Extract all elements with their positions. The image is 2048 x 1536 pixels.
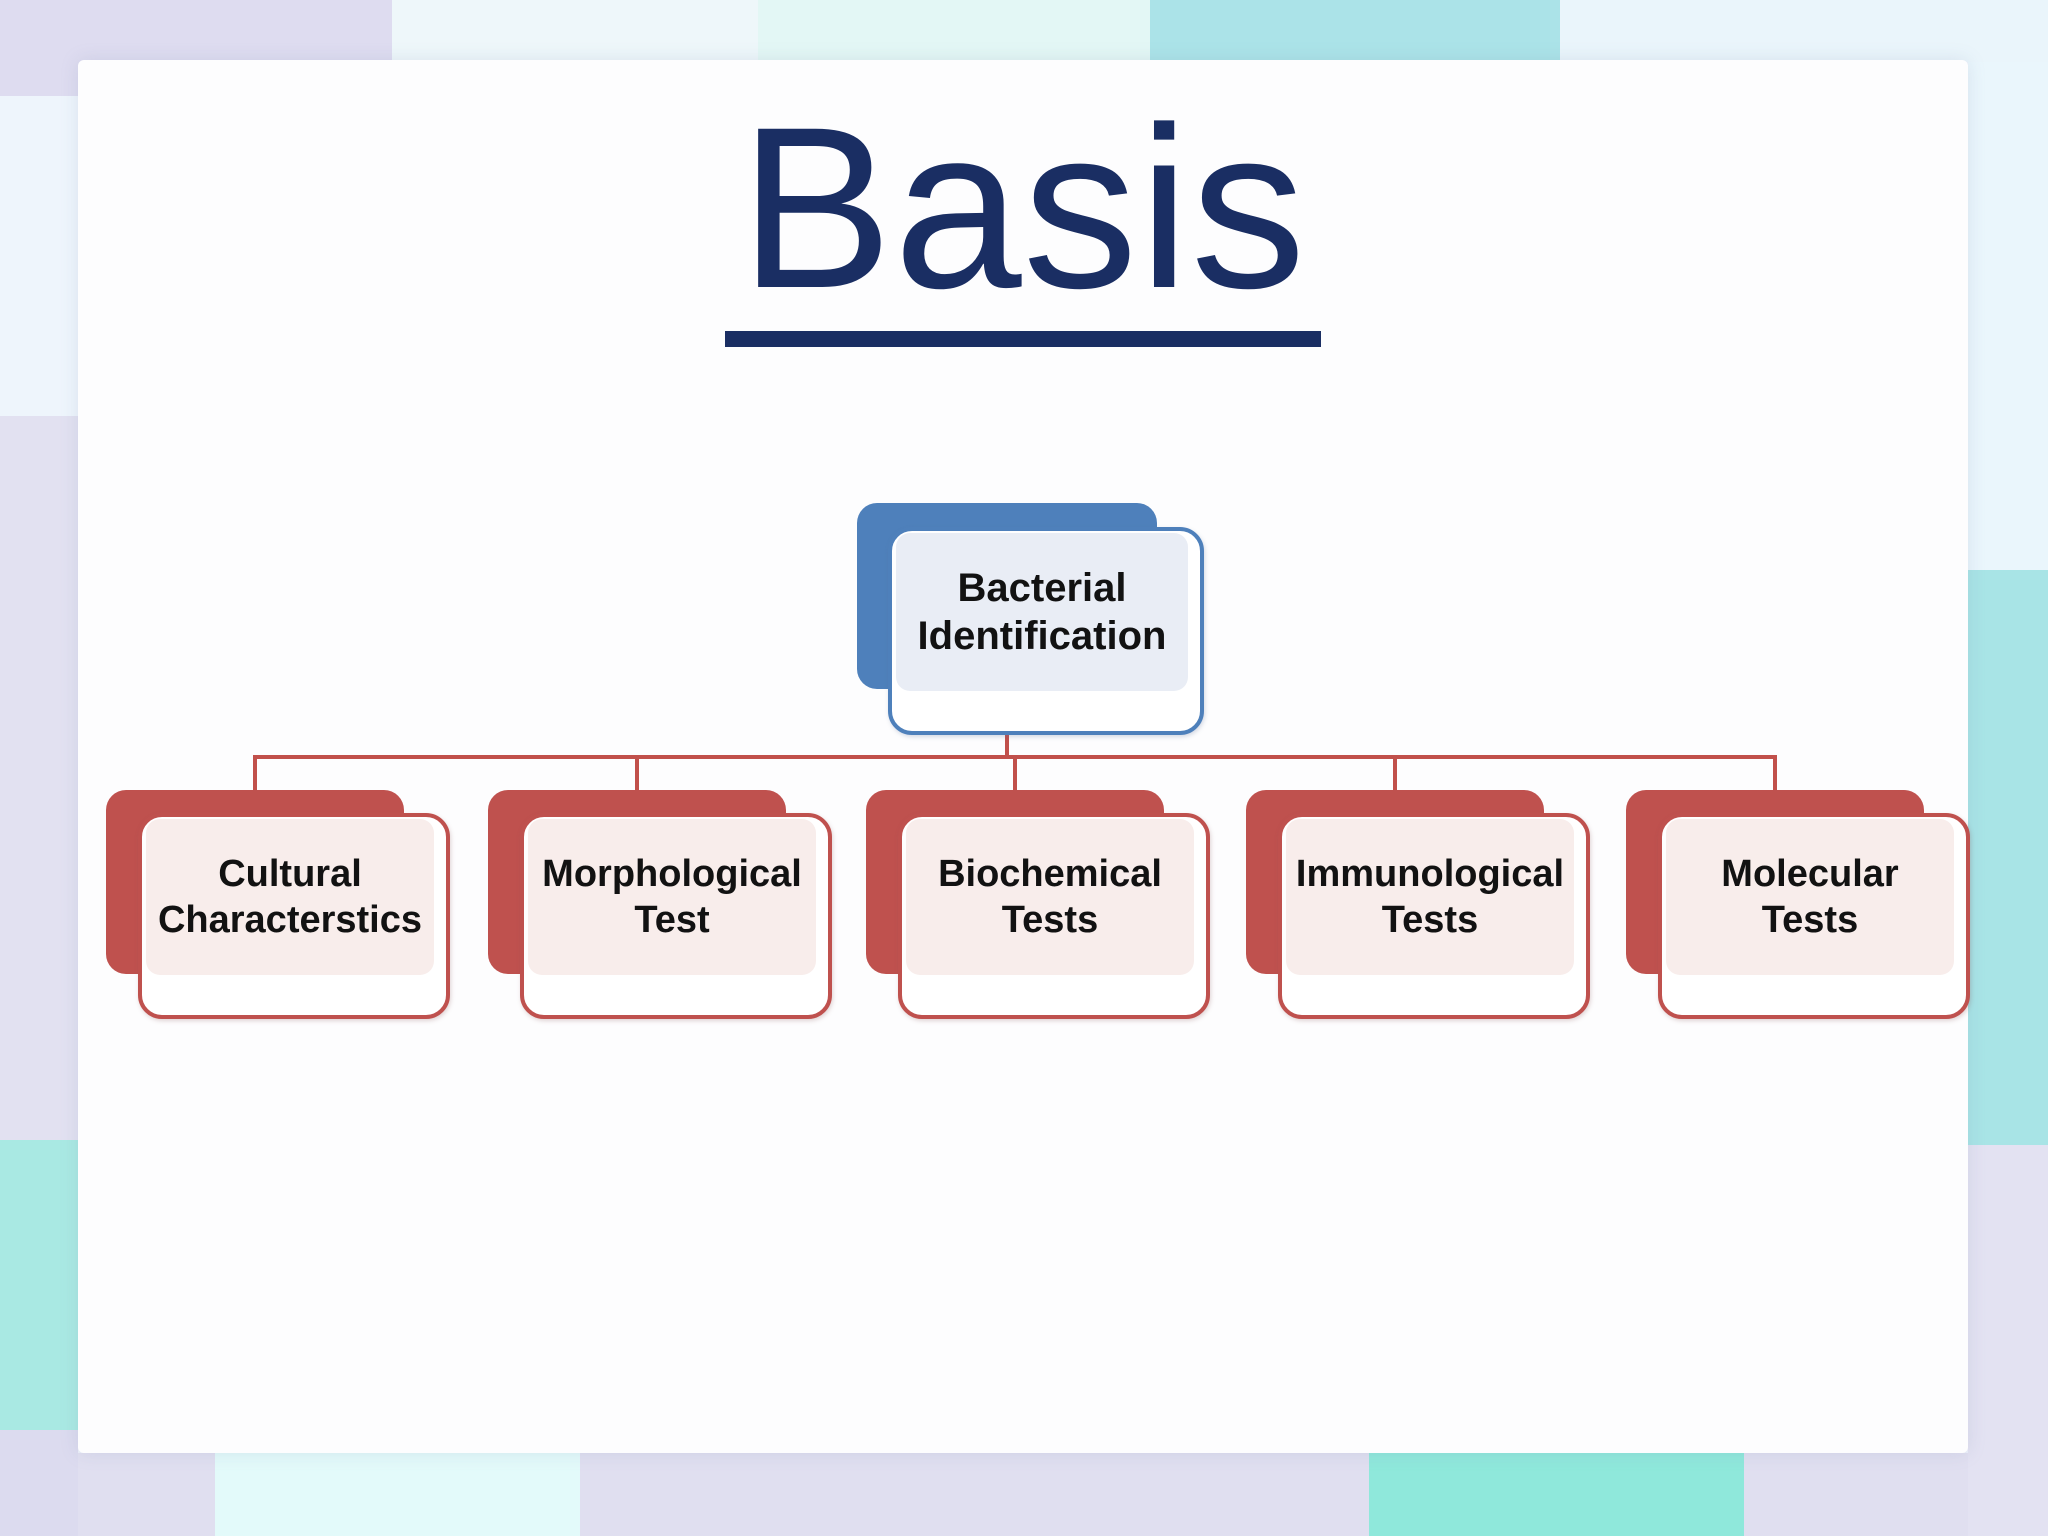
bg-tile-bottom-palecyan [215,1453,580,1536]
child-node-label-line1: Morphological [542,852,802,895]
bg-tile-palecyan-top [758,0,1150,62]
bg-tile-paleblue-top [392,0,758,62]
connector-drop-3 [1013,755,1017,798]
child-node-label-line2: Tests [1761,899,1859,941]
child-node-molecular-tests: Molecular Tests [1626,790,1970,1019]
bg-tile-left-teal [0,1140,78,1430]
bg-tile-bottom-lavender-3 [1744,1453,1968,1536]
root-node-bacterial-identification: Bacterial Identification [857,503,1204,735]
child-node-cultural-characterstics: Cultural Characterstics [106,790,450,1019]
child-node-label: Biochemical Tests [906,819,1194,975]
bg-tile-cyan-top [1150,0,1560,62]
bg-tile-paleblue-topright [1560,0,2048,62]
bg-tile-bottom-lavender-2 [580,1453,1369,1536]
bg-tile-right-teal [1968,570,2048,1145]
child-node-label: Immunological Tests [1286,819,1574,975]
root-node-label: Bacterial Identification [896,533,1188,691]
child-node-label-line2: Test [634,899,710,941]
slide-title: Basis [725,88,1321,348]
child-node-morphological-test: Morphological Test [488,790,832,1019]
child-node-label: Cultural Characterstics [146,819,434,975]
connector-drop-4 [1393,755,1397,798]
child-node-immunological-tests: Immunological Tests [1246,790,1590,1019]
bg-tile-left-lavender-btm [0,1430,78,1536]
child-node-label-line1: Biochemical [938,852,1162,895]
slide-title-row: Basis [78,88,1968,348]
child-node-label-line2: Characterstics [157,899,423,941]
bg-tile-bottom-teal [1369,1453,1744,1536]
connector-root-vertical [1005,727,1009,757]
bg-tile-left-lavender [0,416,78,1140]
bg-tile-left-paleblue [0,96,78,416]
child-node-label-line1: Immunological [1295,852,1565,895]
child-node-label-line2: Tests [1381,899,1479,941]
child-node-label: Morphological Test [528,819,816,975]
child-node-label-line1: Cultural [218,852,362,895]
child-node-label-line1: Molecular [1721,852,1899,895]
bg-tile-right-paleblue [1968,62,2048,570]
child-node-label-line2: Tests [1001,899,1099,941]
child-node-label: Molecular Tests [1666,819,1954,975]
bg-tile-bottom-lavender-1 [78,1453,215,1536]
root-node-label-line1: Bacterial [957,566,1127,610]
bg-tile-right-lavender [1968,1145,2048,1536]
connector-drop-2 [635,755,639,798]
child-node-biochemical-tests: Biochemical Tests [866,790,1210,1019]
connector-drop-5 [1773,755,1777,798]
root-node-label-line2: Identification [917,614,1167,658]
connector-drop-1 [253,755,257,798]
